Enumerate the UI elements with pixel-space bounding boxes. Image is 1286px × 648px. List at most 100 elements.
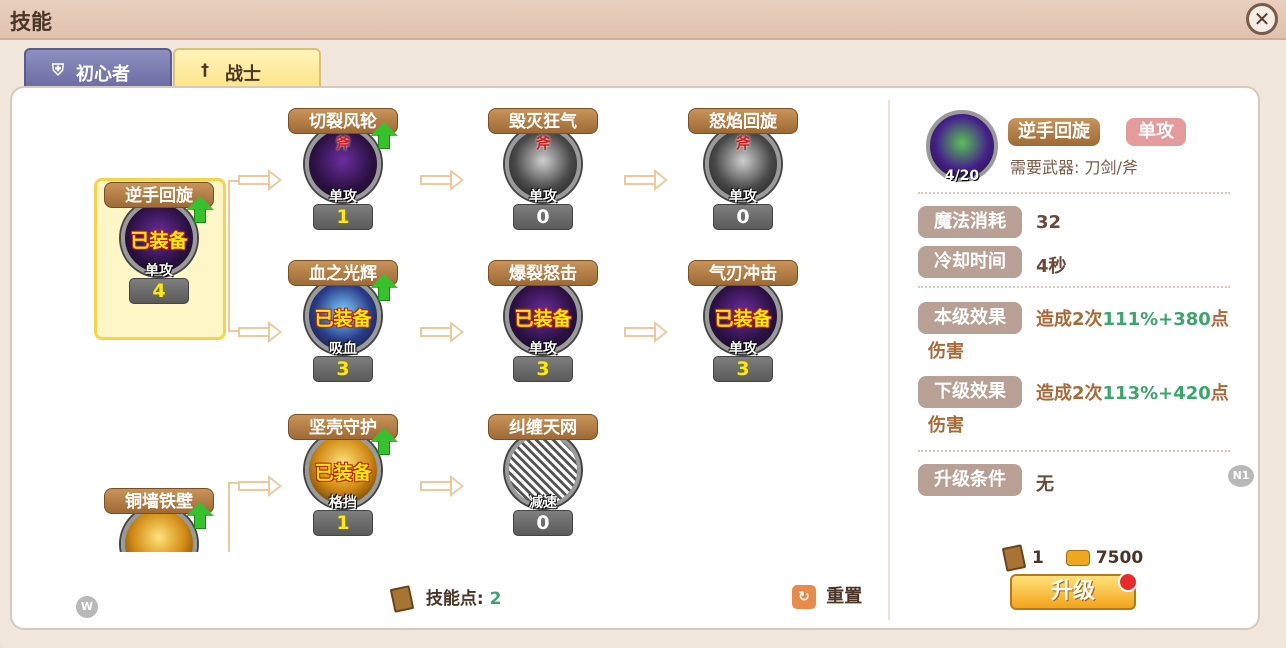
current-effect-c: 点伤害 — [928, 309, 1229, 362]
tree-connector — [228, 180, 240, 332]
axe-mark: 斧 — [735, 134, 751, 152]
arrow-right-icon — [238, 321, 284, 343]
skill-tag: 单攻 — [145, 263, 173, 279]
current-effect-b: 111%+380 — [1102, 309, 1211, 330]
mp-cost-label: 魔法消耗 — [918, 206, 1022, 238]
skill-tag: 单攻 — [729, 189, 757, 205]
skill-tag: 吸血 — [329, 341, 357, 357]
equipped-label: 已装备 — [514, 308, 572, 330]
cooldown-label: 冷却时间 — [918, 246, 1022, 278]
tab-beginner[interactable]: ⛨ 初心者 — [24, 48, 172, 88]
equipped-label: 已装备 — [714, 308, 772, 330]
skill-node[interactable]: 气刃冲击 已装备 单攻 3 — [688, 260, 798, 430]
gold-cost: 7500 — [1095, 548, 1144, 568]
next-effect-text: 造成2次113%+420点伤害 — [928, 378, 1238, 442]
skill-tag: 单攻 — [329, 189, 357, 205]
skill-tag: 单攻 — [529, 341, 557, 357]
skill-tag: 减速 — [529, 495, 557, 511]
axe-mark: 斧 — [335, 134, 351, 152]
tab-beginner-label: 初心者 — [76, 64, 130, 85]
skill-node[interactable]: 爆裂怒击 已装备 单攻 3 — [488, 260, 598, 430]
skill-node[interactable]: 逆手回旋 已装备 单攻 4 — [104, 182, 214, 352]
skill-book-icon — [389, 585, 415, 613]
sword-icon: † — [201, 60, 209, 79]
next-effect-a: 造成2次 — [1036, 383, 1103, 404]
skill-node[interactable]: 坚壳守护 已装备 格挡 1 — [288, 414, 398, 584]
separator — [918, 450, 1230, 452]
skill-node[interactable]: 切裂风轮 斧 单攻 1 — [288, 108, 398, 278]
skill-level: 0 — [513, 510, 573, 536]
skill-tag: 单攻 — [729, 341, 757, 357]
skill-orb-icon — [305, 432, 381, 508]
current-effect-label: 本级效果 — [918, 302, 1022, 334]
detail-skill-icon — [926, 110, 998, 182]
next-effect-b: 113%+420 — [1102, 383, 1211, 404]
current-effect-text: 造成2次111%+380点伤害 — [928, 304, 1238, 368]
detail-skill-level: 4/20 — [944, 168, 980, 184]
skill-level: 1 — [313, 204, 373, 230]
upgrade-button[interactable]: 升级 — [1010, 574, 1136, 610]
equipped-label: 已装备 — [314, 462, 372, 484]
skill-node[interactable]: 毁灭狂气 斧 单攻 0 — [488, 108, 598, 278]
upgrade-arrow-icon — [370, 428, 398, 456]
cooldown-value: 4秒 — [1036, 256, 1067, 277]
mp-cost-value: 32 — [1036, 212, 1062, 233]
detail-weapon-requirement: 需要武器: 刀剑/斧 — [1010, 158, 1138, 177]
arrow-right-icon — [624, 169, 670, 191]
gold-coin-icon — [1065, 550, 1090, 566]
close-button[interactable]: ✕ — [1246, 3, 1278, 35]
equipped-label: 已装备 — [130, 230, 188, 252]
skill-node[interactable]: 铜墙铁壁 — [104, 488, 214, 552]
skill-book-icon — [1001, 544, 1027, 572]
skill-node[interactable]: 血之光辉 已装备 吸血 3 — [288, 260, 398, 430]
skill-name: 爆裂怒击 — [488, 260, 598, 286]
skill-node[interactable]: 纠缠天网 减速 0 — [488, 414, 598, 584]
arrow-right-icon — [238, 169, 284, 191]
tab-warrior-label: 战士 — [225, 64, 261, 85]
skill-points: 技能点: 2 — [389, 584, 502, 613]
upgrade-arrow-icon — [186, 196, 214, 224]
separator — [918, 286, 1230, 288]
upgrade-arrow-icon — [370, 122, 398, 150]
skill-name: 怒焰回旋 — [688, 108, 798, 134]
shield-icon: ⛨ — [52, 60, 65, 79]
reset-button[interactable]: ↻ 重置 — [792, 582, 862, 609]
tab-warrior[interactable]: † 战士 — [173, 48, 321, 88]
skill-level: 3 — [313, 356, 373, 382]
upgrade-condition-label: 升级条件 — [918, 464, 1022, 496]
upgrade-arrow-icon — [370, 274, 398, 302]
next-effect-label: 下级效果 — [918, 376, 1022, 408]
book-cost: 1 — [1032, 548, 1044, 568]
skill-level: 3 — [713, 356, 773, 382]
detail-skill-type: 单攻 — [1126, 118, 1186, 146]
skill-points-label: 技能点: — [425, 589, 484, 609]
arrow-right-icon — [238, 475, 284, 497]
next-effect-c: 点伤害 — [928, 383, 1229, 436]
tree-connector — [228, 482, 240, 552]
panel-divider — [888, 100, 890, 620]
notification-dot — [1118, 572, 1138, 592]
skill-level: 3 — [513, 356, 573, 382]
upgrade-condition-value: 无 — [1036, 474, 1054, 495]
skill-orb-icon — [505, 432, 581, 508]
skill-name: 纠缠天网 — [488, 414, 598, 440]
upgrade-arrow-icon — [186, 502, 214, 530]
skill-level: 0 — [713, 204, 773, 230]
arrow-right-icon — [624, 321, 670, 343]
skill-level: 1 — [313, 510, 373, 536]
upgrade-cost: 1 7500 — [1001, 544, 1144, 572]
skill-name: 坚壳守护 — [288, 414, 398, 440]
skill-name: 气刃冲击 — [688, 260, 798, 286]
arrow-right-icon — [420, 169, 466, 191]
skill-tag: 单攻 — [529, 189, 557, 205]
refresh-icon: ↻ — [792, 585, 816, 609]
skill-level: 0 — [513, 204, 573, 230]
window-title: 技能 — [10, 10, 52, 34]
skill-points-value: 2 — [489, 589, 502, 609]
skill-node[interactable]: 怒焰回旋 斧 单攻 0 — [688, 108, 798, 278]
arrow-right-icon — [420, 475, 466, 497]
axe-mark: 斧 — [535, 134, 551, 152]
arrow-right-icon — [420, 321, 466, 343]
equipped-label: 已装备 — [314, 308, 372, 330]
